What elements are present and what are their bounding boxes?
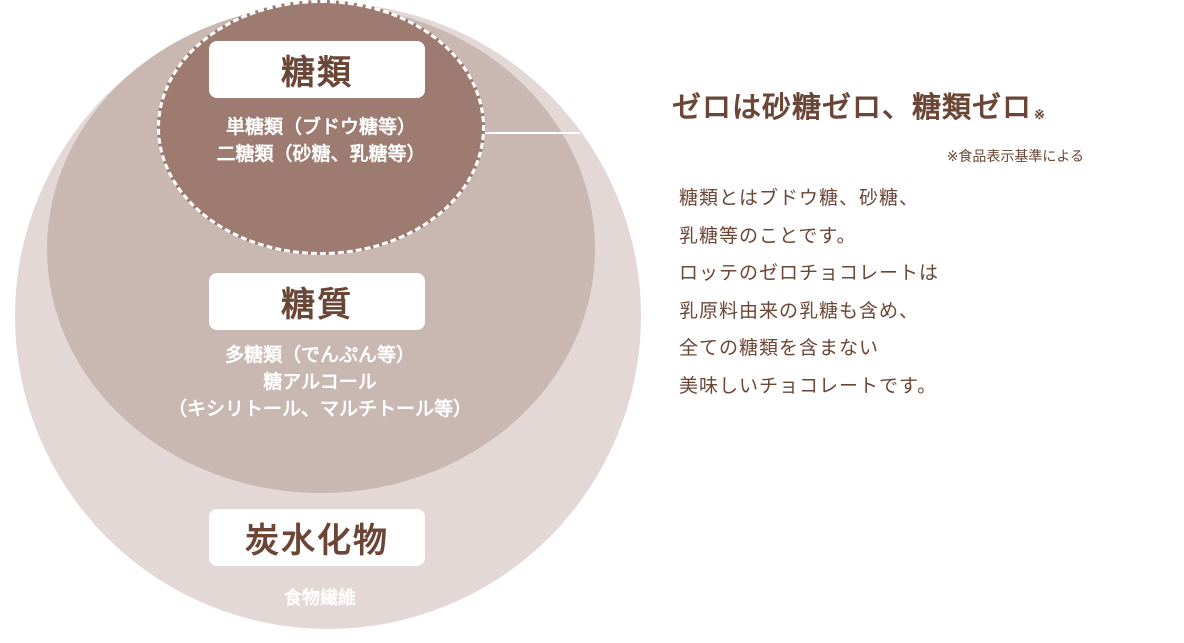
carbohydrate-label: 炭水化物 xyxy=(209,509,425,566)
headline-text: ゼロは砂糖ゼロ、糖類ゼロ xyxy=(672,90,1033,124)
sugar-carbohydrate-label-text: 糖質 xyxy=(281,285,353,325)
carbohydrate-description-line: 食物繊維 xyxy=(284,588,356,609)
body-text: 糖類とはブドウ糖、砂糖、 乳糖等のことです。 ロッテのゼロチョコレートは 乳原料… xyxy=(679,180,939,405)
sugar-carbohydrate-description-line: 糖アルコール xyxy=(263,371,377,393)
carbohydrate-description: 食物繊維 xyxy=(170,585,470,612)
body-line: 乳糖等のことです。 xyxy=(679,224,857,247)
sugars-description: 単糖類（ブドウ糖等） 二糖類（砂糖、乳糖等） xyxy=(157,114,485,168)
sugar-carbohydrate-label: 糖質 xyxy=(209,273,425,330)
body-line: 美味しいチョコレートです。 xyxy=(679,374,938,397)
headline-mark: ※ xyxy=(1034,108,1046,123)
sugars-description-line: 二糖類（砂糖、乳糖等） xyxy=(216,143,426,165)
footnote: ※食品表示基準による xyxy=(946,149,1084,165)
body-line: 乳原料由来の乳糖も含め、 xyxy=(679,299,920,322)
body-line: ロッテのゼロチョコレートは xyxy=(679,262,940,284)
headline: ゼロは砂糖ゼロ、糖類ゼロ※ xyxy=(672,84,1046,126)
sugar-carbohydrate-description: 多糖類（でんぷん等） 糖アルコール （キシリトール、マルチトール等） xyxy=(100,342,540,423)
sugar-carbohydrate-description-line: （キシリトール、マルチトール等） xyxy=(167,398,472,420)
sugar-carbohydrate-description-line: 多糖類（でんぷん等） xyxy=(224,344,415,366)
body-line: 全ての糖類を含まない xyxy=(679,337,880,359)
sugars-label: 糖類 xyxy=(209,41,425,98)
sugars-description-line: 単糖類（ブドウ糖等） xyxy=(225,116,416,138)
sugars-label-text: 糖類 xyxy=(281,53,353,93)
carbohydrate-label-text: 炭水化物 xyxy=(245,521,389,561)
connector-line xyxy=(485,132,580,134)
body-line: 糖類とはブドウ糖、砂糖、 xyxy=(679,187,920,209)
